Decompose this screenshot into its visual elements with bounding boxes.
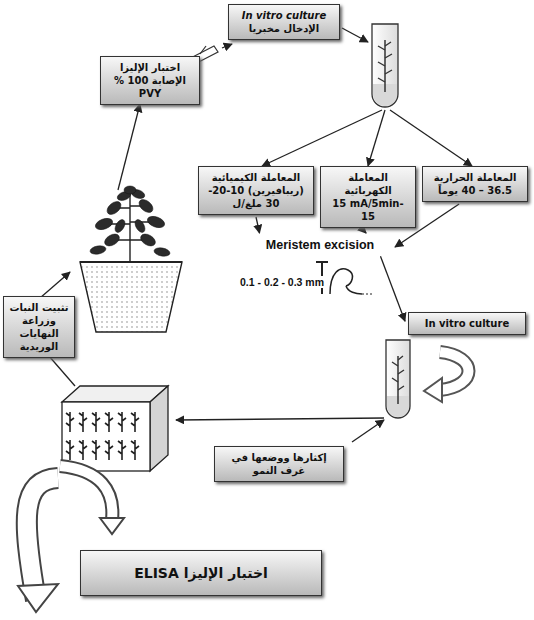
dimension-label: 0.1 - 0.2 - 0.3 mm — [238, 276, 326, 288]
flow-arrow — [256, 217, 260, 233]
flow-arrow — [363, 230, 366, 233]
process-box: In vitro cultureالإدخال مخبريا — [228, 4, 340, 40]
node-text: اختبار الإليزا ELISA — [86, 564, 316, 582]
node-text: الإصابة 100 % PVY — [106, 74, 194, 100]
node-text: اختبار الإليزا — [106, 61, 194, 74]
node-text: المعاملة الكيميائية — [204, 171, 308, 184]
process-box: المعاملة الحرارية36.5 – 40 يوماً — [422, 166, 528, 202]
process-box: اختبار الإليزا ELISA — [80, 550, 322, 596]
growth-chamber — [62, 386, 168, 471]
process-box: In vitro culture — [408, 312, 526, 335]
node-text: (ريبافيرين) 10-20-30 ملغ/ل — [204, 184, 308, 210]
process-box: المعاملة الكهربائية15 mA/5min- 15 — [320, 166, 416, 228]
potted-plant — [80, 186, 182, 332]
node-text: تثبيت النبات وزراعة النهايات الوريدية — [9, 301, 69, 353]
process-box: اختبار الإليزاالإصابة 100 % PVY — [100, 56, 200, 105]
process-box: تثبيت النبات وزراعة النهايات الوريدية — [3, 296, 75, 358]
node-text: إكثارها ووضعها في غرف النمو — [220, 451, 338, 477]
test-tube — [386, 340, 410, 418]
node-text: In vitro culture — [414, 317, 520, 330]
node-text: In vitro culture — [234, 9, 334, 22]
step-label: Meristem excision — [248, 236, 392, 254]
process-box: إكثارها ووضعها في غرف النمو — [214, 446, 344, 482]
test-tube — [372, 24, 398, 107]
node-text: 36.5 – 40 يوماً — [428, 184, 522, 197]
node-text: 15 mA/5min- 15 — [326, 197, 410, 223]
node-text: المعاملة الكهربائية — [326, 171, 410, 197]
node-text: Meristem excision — [250, 237, 390, 253]
flow-arrow — [380, 256, 405, 321]
process-box: المعاملة الكيميائية(ريبافيرين) 10-20-30 … — [198, 166, 314, 215]
node-text: الإدخال مخبريا — [234, 22, 334, 35]
node-text: المعاملة الحرارية — [428, 171, 522, 184]
